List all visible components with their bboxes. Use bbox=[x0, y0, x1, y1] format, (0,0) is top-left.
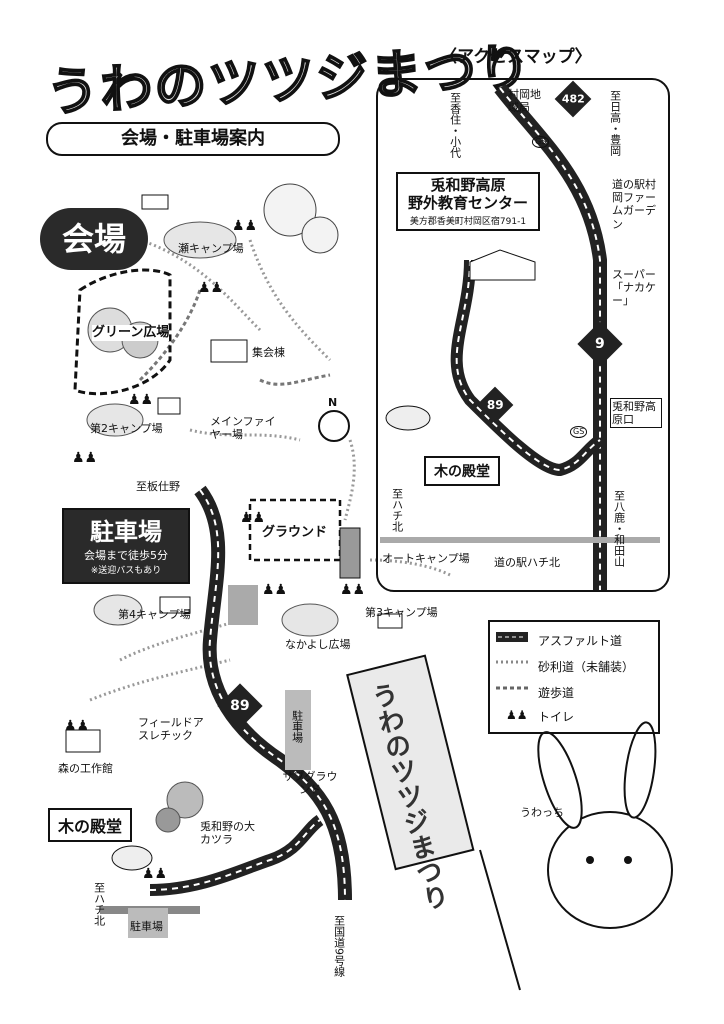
route-89-access-number: 89 bbox=[486, 397, 504, 412]
station-hachikita-label: 道の駅ハチ北 bbox=[494, 556, 560, 569]
auto-camp-label: オートキャンプ場 bbox=[382, 552, 470, 565]
route-9-number: 9 bbox=[595, 336, 605, 352]
compass-north-label: N bbox=[328, 396, 338, 409]
gas-station-icon-1: GS bbox=[532, 136, 550, 148]
legend-walking-path: 遊歩道 bbox=[538, 686, 575, 700]
to-itanisen-label: 至板仕野 bbox=[136, 480, 180, 493]
camp4-label: 第4キャンプ場 bbox=[118, 608, 191, 621]
katsura-tree-label: 兎和野の大カツラ bbox=[200, 820, 255, 847]
toilet-icon: ♟♟ bbox=[72, 450, 98, 466]
field-athletic-label: フィールドアスレチック bbox=[138, 716, 204, 743]
post-office-label: 村岡地域局 bbox=[508, 88, 541, 115]
legend-gravel: 砂利道（未舗装） bbox=[538, 660, 635, 674]
supermarket-label: スーパー「ナカケー」 bbox=[612, 268, 656, 308]
map-legend: アスファルト道 砂利道（未舗装） 遊歩道 ♟♟ トイレ bbox=[488, 620, 660, 734]
toilet-icon: ♟♟ bbox=[198, 280, 224, 296]
access-map-frame bbox=[376, 78, 670, 592]
legend-asphalt: アスファルト道 bbox=[538, 634, 623, 648]
camp3-label: 第3キャンプ場 bbox=[365, 606, 438, 619]
sub-ground-label: サブグラウンド bbox=[282, 770, 338, 797]
camp2-label: 第2キャンプ場 bbox=[90, 422, 163, 435]
toilet-icon: ♟♟ bbox=[128, 392, 154, 408]
toilet-icon: ♟♟ bbox=[340, 582, 366, 598]
assembly-hall-label: 集会棟 bbox=[252, 346, 285, 359]
to-kasumi-label: 至香住・小代 bbox=[448, 92, 462, 158]
toilet-icon: ♟♟ bbox=[506, 708, 528, 722]
forest-workshop-label: 森の工作館 bbox=[58, 762, 113, 775]
route-89-number: 89 bbox=[230, 697, 250, 714]
main-fire-label: メインファイヤー場 bbox=[210, 415, 276, 442]
to-hachikita-label: 至ハチ北 bbox=[92, 882, 106, 926]
toilet-icon: ♟♟ bbox=[240, 510, 266, 526]
toilet-icon: ♟♟ bbox=[262, 582, 288, 598]
venue-bubble: 会場 bbox=[40, 208, 148, 270]
center-name-line2: 野外教育センター bbox=[407, 194, 528, 212]
to-hidaka-label: 至日高・豊岡 bbox=[608, 90, 622, 156]
parking-bottom-label: 駐車場 bbox=[130, 920, 163, 933]
green-plaza-label: グリーン広場 bbox=[92, 325, 170, 341]
to-hachika-label: 至八鹿・和田山 bbox=[612, 490, 626, 567]
gas-station-icon-2: GS bbox=[570, 426, 588, 438]
parking-walk-time: 会場まで徒歩5分 bbox=[84, 549, 168, 562]
toilet-icon: ♟♟ bbox=[142, 866, 168, 882]
parking-bus-note: ※送迎バスもあり bbox=[90, 566, 162, 576]
ki-no-dendo-access-box: 木の殿堂 bbox=[424, 456, 500, 486]
to-route9-label: 至国道9号線 bbox=[332, 915, 346, 977]
toilet-icon: ♟♟ bbox=[232, 218, 258, 234]
venue-parking-guide-heading: 会場・駐車場案内 bbox=[46, 122, 340, 156]
seze-camp-label: 瀬キャンプ場 bbox=[178, 242, 244, 255]
ki-no-dendo-box: 木の殿堂 bbox=[48, 808, 133, 842]
parking-info-box: 駐車場 会場まで徒歩5分 ※送迎バスもあり bbox=[62, 508, 190, 584]
route-482-number: 482 bbox=[561, 92, 585, 105]
nakayoshi-label: なかよし広場 bbox=[285, 638, 351, 651]
center-address: 美方郡香美町村岡区宿791-1 bbox=[409, 217, 527, 227]
mascot-name-label: うわっち bbox=[520, 806, 564, 819]
entrance-label: 兎和野高原口 bbox=[610, 398, 662, 429]
parking-vertical-label: 駐車場 bbox=[290, 710, 304, 743]
center-name-line1: 兎和野高原 bbox=[430, 176, 506, 194]
compass-icon bbox=[318, 410, 350, 442]
legend-toilet: トイレ bbox=[538, 710, 575, 724]
parking-title: 駐車場 bbox=[90, 518, 162, 546]
roadside-station-label: 道の駅村岡ファームガーデン bbox=[612, 178, 656, 231]
ground-label: グラウンド bbox=[262, 525, 328, 540]
to-hachikita-access-label: 至ハチ北 bbox=[390, 488, 404, 532]
toilet-icon: ♟♟ bbox=[64, 718, 90, 734]
education-center-box: 兎和野高原 野外教育センター 美方郡香美町村岡区宿791-1 bbox=[396, 172, 540, 231]
access-map-title: 〈アクセスマップ〉 bbox=[440, 47, 592, 67]
